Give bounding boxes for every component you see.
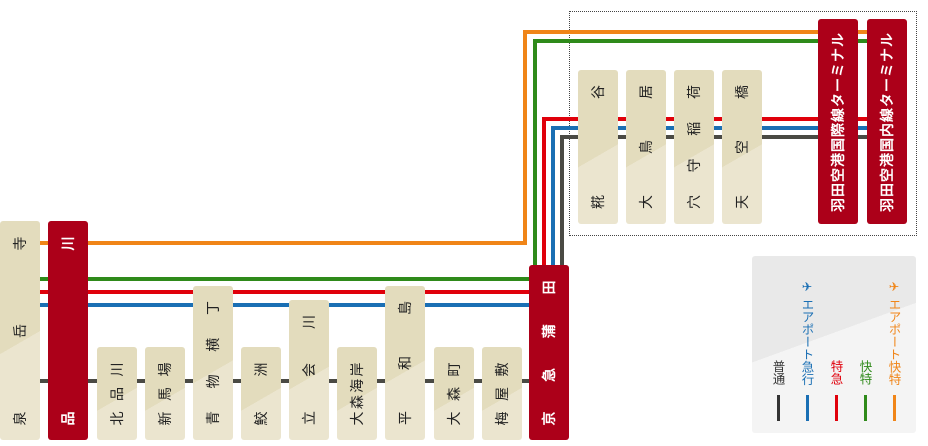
- station-label: 穴守稲荷: [687, 85, 703, 209]
- station-6[interactable]: 立会川: [289, 300, 329, 440]
- legend-swatch: [776, 395, 780, 421]
- station-label: 大森町: [447, 362, 463, 425]
- station-label: 大鳥居: [639, 85, 655, 209]
- station-15[interactable]: 天空橋: [722, 70, 762, 224]
- station-5[interactable]: 鮫洲: [241, 347, 281, 440]
- legend-label: ✈ エアポート急行: [799, 278, 815, 385]
- station-2[interactable]: 北品川: [97, 347, 137, 440]
- station-label: 青物横丁: [206, 301, 222, 425]
- line-rapid-limited: [40, 39, 907, 281]
- legend-item: ✈ エアポート快特: [884, 279, 904, 421]
- station-label: 品川: [61, 236, 77, 425]
- legend: 普通 ✈ エアポート急行特急快特 ✈ エアポート快特: [752, 256, 916, 433]
- station-17[interactable]: 羽田空港国内線ターミナル: [867, 19, 907, 224]
- legend-label: 特急: [828, 360, 844, 385]
- station-label: 北品川: [110, 362, 126, 425]
- legend-swatch: [805, 395, 809, 421]
- airport-line-area: [569, 11, 917, 236]
- station-1[interactable]: 品川: [48, 221, 88, 440]
- station-label: 鮫洲: [254, 362, 270, 425]
- station-9[interactable]: 大森町: [434, 347, 474, 440]
- station-13[interactable]: 大鳥居: [626, 70, 666, 224]
- station-label: 糀谷: [591, 85, 607, 209]
- station-label: 平和島: [398, 301, 414, 425]
- station-0[interactable]: 泉岳寺: [0, 221, 40, 440]
- station-label: 立会川: [302, 315, 318, 425]
- station-label: 羽田空港国内線ターミナル: [880, 31, 896, 212]
- legend-swatch: [834, 395, 838, 421]
- station-8[interactable]: 平和島: [385, 286, 425, 440]
- airplane-icon: ✈: [799, 278, 815, 294]
- legend-label: ✈ エアポート快特: [886, 278, 902, 385]
- legend-item: 普通: [768, 360, 788, 421]
- station-11[interactable]: 京急蒲田: [529, 265, 569, 440]
- station-label: 泉岳寺: [13, 236, 29, 425]
- airplane-icon: ✈: [886, 278, 902, 294]
- station-12[interactable]: 糀谷: [578, 70, 618, 224]
- station-label: 梅屋敷: [495, 362, 511, 425]
- legend-swatch: [892, 395, 896, 421]
- station-3[interactable]: 新馬場: [145, 347, 185, 440]
- station-7[interactable]: 大森海岸: [337, 347, 377, 440]
- station-4[interactable]: 青物横丁: [193, 286, 233, 440]
- station-14[interactable]: 穴守稲荷: [674, 70, 714, 224]
- line-airport-rapid-limited: [40, 30, 907, 245]
- station-label: 羽田空港国際線ターミナル: [831, 31, 847, 212]
- legend-item: ✈ エアポート急行: [797, 279, 817, 421]
- legend-swatch: [863, 395, 867, 421]
- station-label: 大森海岸: [350, 362, 366, 425]
- station-label: 京急蒲田: [542, 280, 558, 425]
- legend-item: 特急: [826, 360, 846, 421]
- legend-item: 快特: [855, 360, 875, 421]
- station-label: 天空橋: [735, 85, 751, 209]
- legend-label: 普通: [770, 360, 786, 385]
- station-10[interactable]: 梅屋敷: [482, 347, 522, 440]
- station-label: 新馬場: [158, 362, 174, 425]
- legend-label: 快特: [857, 360, 873, 385]
- station-16[interactable]: 羽田空港国際線ターミナル: [818, 19, 858, 224]
